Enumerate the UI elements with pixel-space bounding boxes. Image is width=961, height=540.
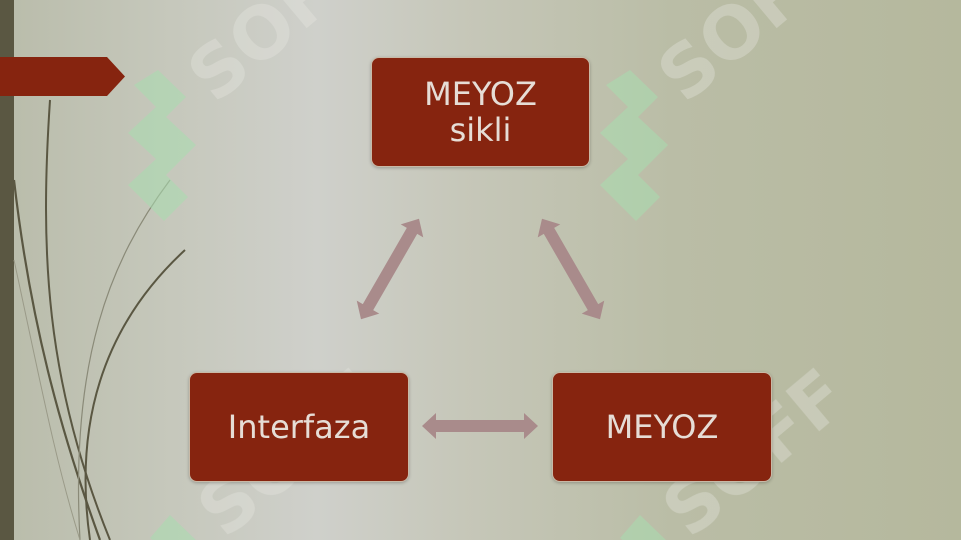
- left-sidebar-bar: [0, 0, 14, 540]
- logo-mark-icon: [128, 70, 196, 221]
- node-interfaza: Interfaza: [189, 372, 409, 482]
- logo-mark-icon: [150, 515, 196, 540]
- node-label: MEYOZ: [605, 408, 719, 446]
- decorative-curves: [12, 99, 186, 540]
- node-meyoz: MEYOZ: [552, 372, 772, 482]
- arrow-left-right: [422, 413, 538, 439]
- arrow-top-left: [349, 212, 431, 326]
- logo-mark-icon: [600, 70, 668, 221]
- node-label: MEYOZ sikli: [424, 75, 537, 149]
- node-label: Interfaza: [227, 408, 371, 446]
- title-accent-arrow: [0, 57, 125, 96]
- arrow-top-right: [530, 212, 612, 326]
- logo-mark-icon: [620, 515, 666, 540]
- node-meyoz-sikli: MEYOZ sikli: [371, 57, 590, 167]
